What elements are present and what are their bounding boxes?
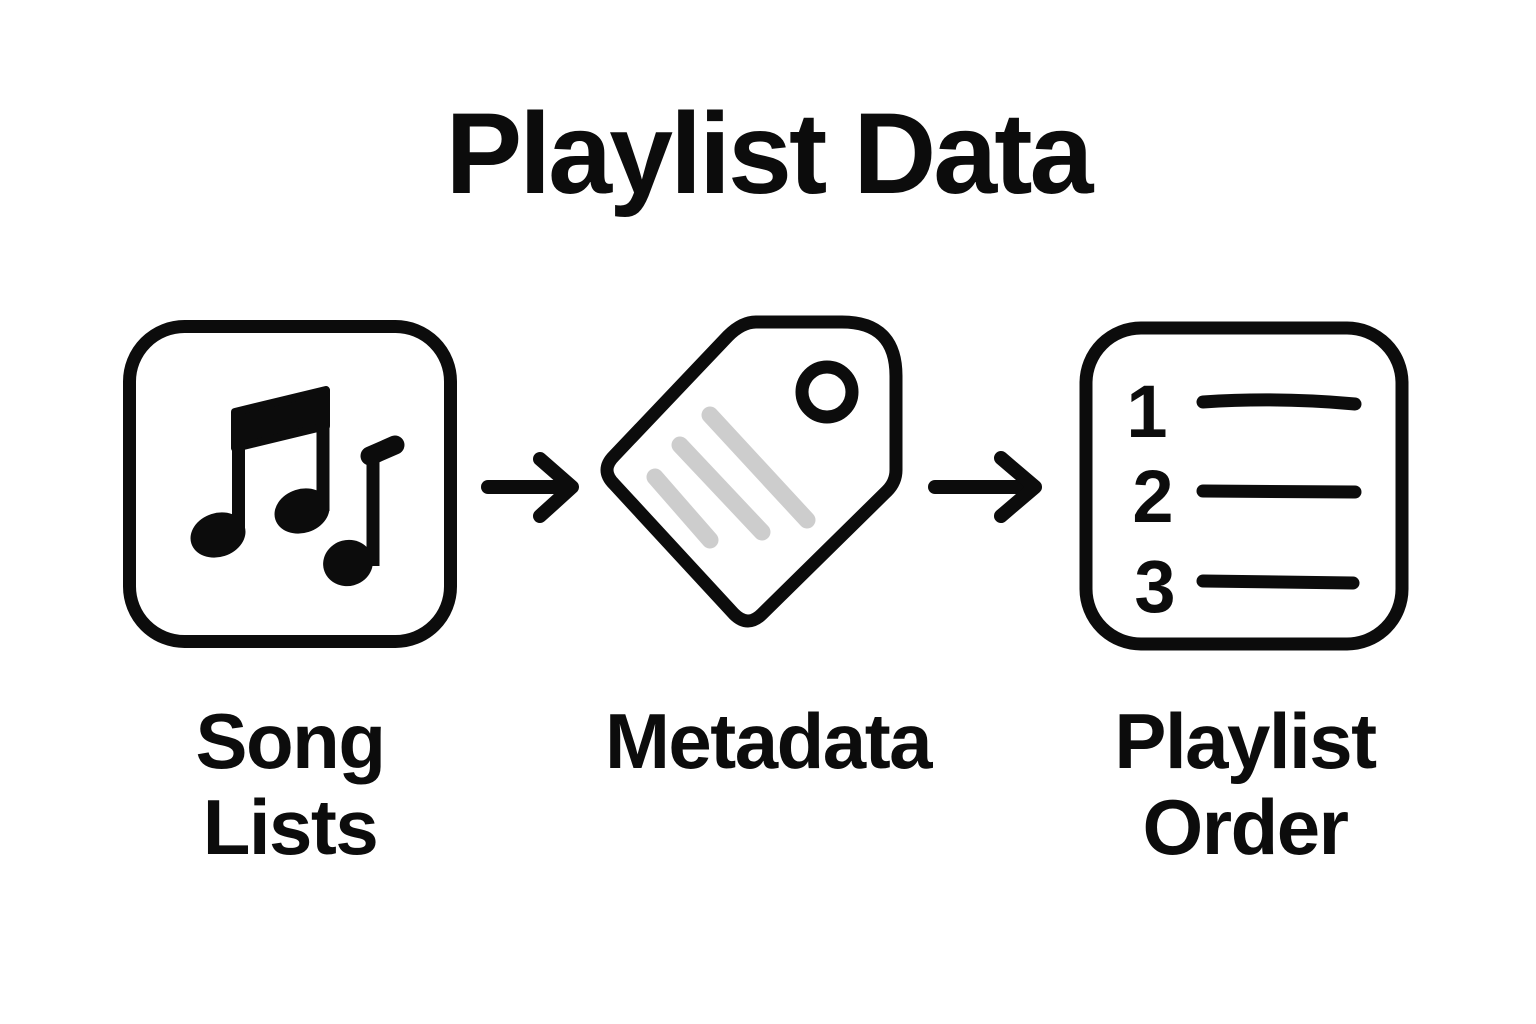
note-head — [274, 488, 330, 534]
list-line — [1196, 574, 1360, 590]
note-stem — [366, 450, 380, 566]
list-number-2: 2 — [1132, 455, 1173, 538]
note-stem — [232, 414, 245, 535]
playlist-order-label: Playlist Order — [1114, 697, 1377, 871]
list-line — [1196, 393, 1362, 411]
rounded-square-frame — [123, 320, 457, 648]
note-beam — [231, 386, 330, 452]
list-number-3: 3 — [1134, 545, 1175, 628]
list-number-1: 1 — [1126, 370, 1167, 453]
tag-stripe — [646, 468, 719, 549]
metadata-label: Metadata — [604, 697, 933, 785]
numbered-list-icon: 1 2 3 — [1079, 321, 1409, 651]
tag-hole — [795, 360, 859, 424]
tag-icon — [600, 315, 903, 628]
arrow-head — [533, 452, 579, 523]
music-notes-icon — [123, 320, 457, 648]
note-flag — [360, 435, 405, 466]
note-head — [323, 539, 373, 587]
arrow-right-icon — [481, 452, 579, 523]
page-title: Playlist Data — [445, 90, 1094, 218]
list-line — [1196, 484, 1362, 499]
arrow-right-icon — [928, 451, 1042, 523]
tag-outline — [600, 315, 903, 628]
rounded-square-frame — [1079, 321, 1409, 651]
note-head — [190, 512, 246, 558]
arrow-head — [994, 451, 1042, 523]
tag-stripe — [671, 436, 771, 541]
note-stem — [316, 394, 330, 511]
tag-stripe — [701, 406, 816, 529]
song-lists-label: Song Lists — [195, 697, 386, 871]
